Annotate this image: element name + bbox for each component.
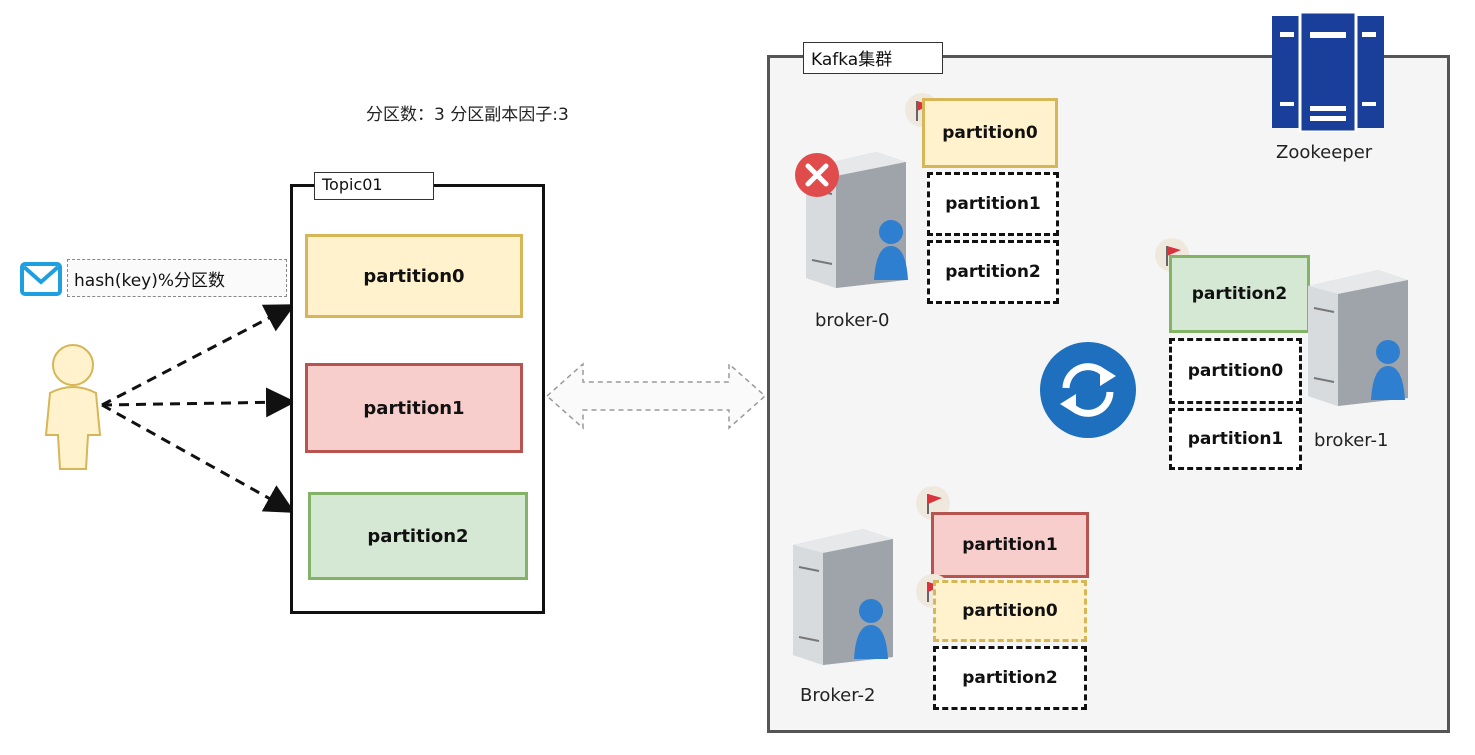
mail-icon: [20, 262, 62, 296]
error-icon: [795, 153, 839, 197]
broker-2-partition1: partition1: [931, 512, 1089, 578]
zookeeper-icon: [1272, 12, 1384, 132]
sync-icon: [1040, 342, 1136, 438]
broker-0-label: broker-0: [815, 310, 890, 331]
server-icon: [1308, 270, 1408, 406]
broker-1-partition2: partition2: [1169, 255, 1310, 333]
zookeeper-label: Zookeeper: [1276, 142, 1373, 163]
broker-1-partition0: partition0: [1169, 338, 1302, 404]
broker-1-label: broker-1: [1314, 430, 1389, 451]
topic-partition2: partition2: [308, 492, 528, 580]
double-arrow-icon: [545, 362, 767, 430]
broker-0-partition0: partition0: [922, 98, 1058, 168]
partition-info-text: 分区数：3 分区副本因子:3: [366, 105, 569, 125]
server-icon: [793, 529, 893, 665]
broker-0-partition2: partition2: [927, 240, 1059, 304]
topic-partition0: partition0: [305, 234, 523, 318]
broker-1-partition1: partition1: [1169, 408, 1302, 470]
producer-arrows: [101, 304, 296, 513]
cluster-title: Kafka集群: [803, 42, 943, 74]
broker-2-partition2: partition2: [933, 646, 1087, 710]
broker-2-label: Broker-2: [800, 685, 876, 706]
topic-title: Topic01: [314, 172, 434, 200]
hash-label: hash(key)%分区数: [67, 259, 287, 297]
broker-2-partition0: partition0: [933, 580, 1087, 642]
topic-partition1: partition1: [305, 363, 523, 453]
user-icon: [44, 344, 102, 470]
broker-0-partition1: partition1: [927, 172, 1059, 236]
